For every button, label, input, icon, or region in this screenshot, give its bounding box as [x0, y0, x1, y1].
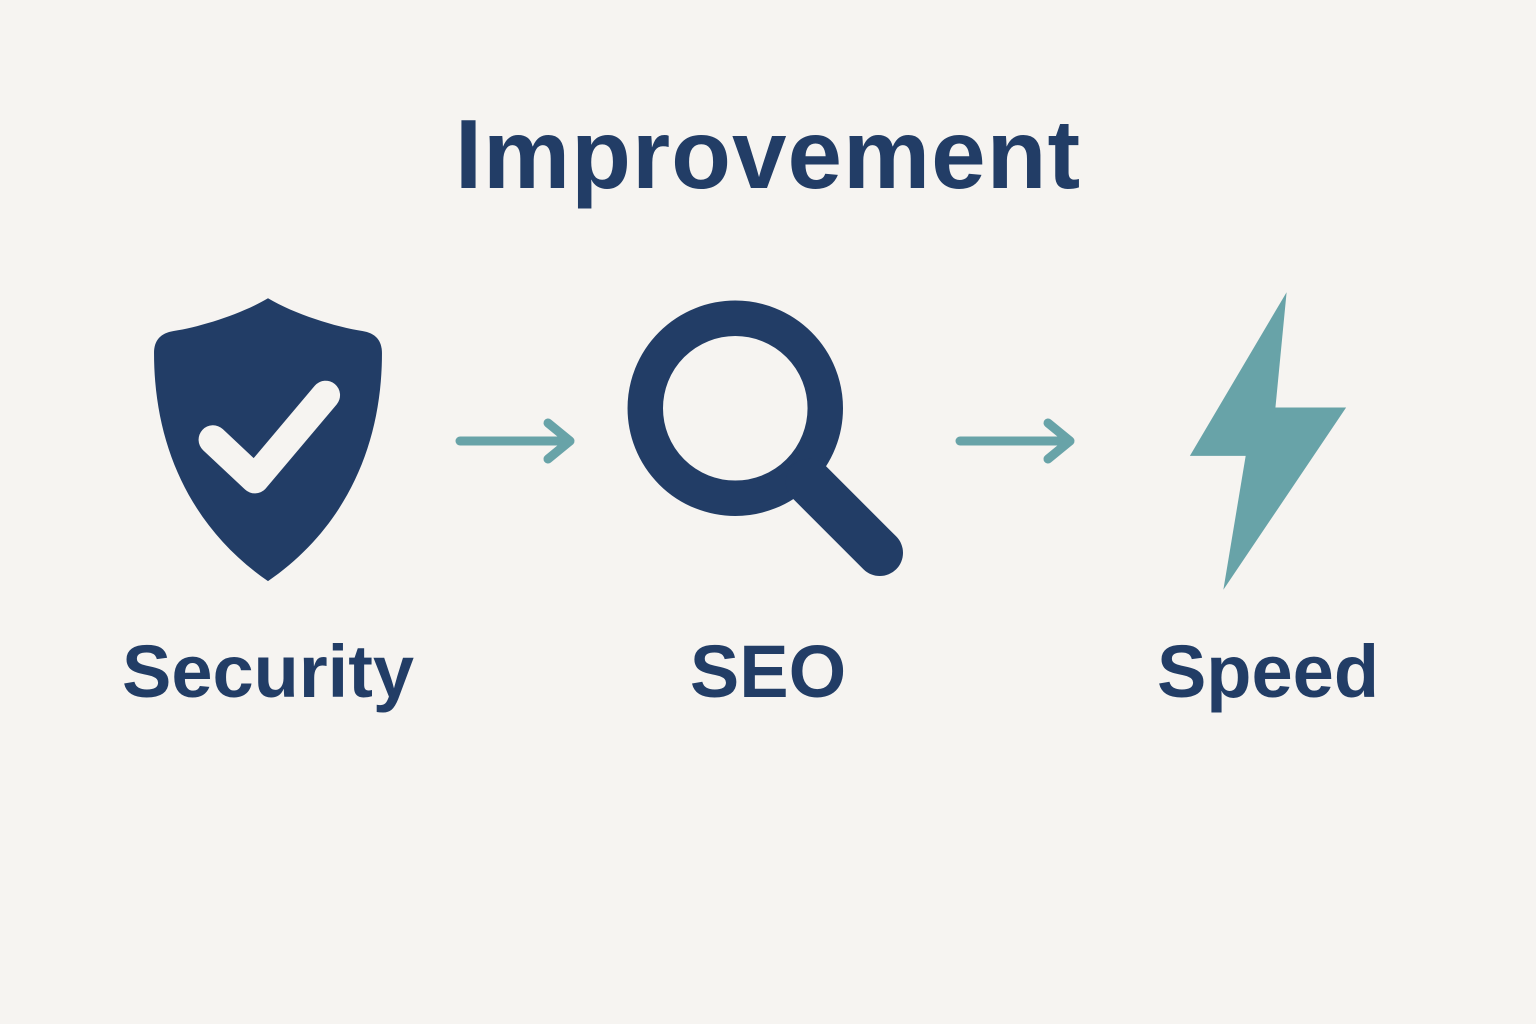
diagram-title: Improvement: [454, 99, 1082, 209]
arrow-right-icon: [433, 411, 603, 471]
lightning-bolt-icon: [1175, 281, 1361, 601]
step-label-security: Security: [121, 630, 415, 713]
flow-step-security: Security: [103, 281, 433, 714]
flow-step-seo: SEO: [603, 281, 933, 714]
shield-check-icon: [137, 281, 399, 601]
search-icon: [618, 281, 918, 601]
step-label-speed: Speed: [1156, 630, 1380, 713]
flow-step-speed: Speed: [1103, 281, 1433, 714]
flow-row: Security SEO: [0, 281, 1536, 714]
arrow-right-icon: [933, 411, 1103, 471]
step-label-seo: SEO: [689, 630, 847, 713]
